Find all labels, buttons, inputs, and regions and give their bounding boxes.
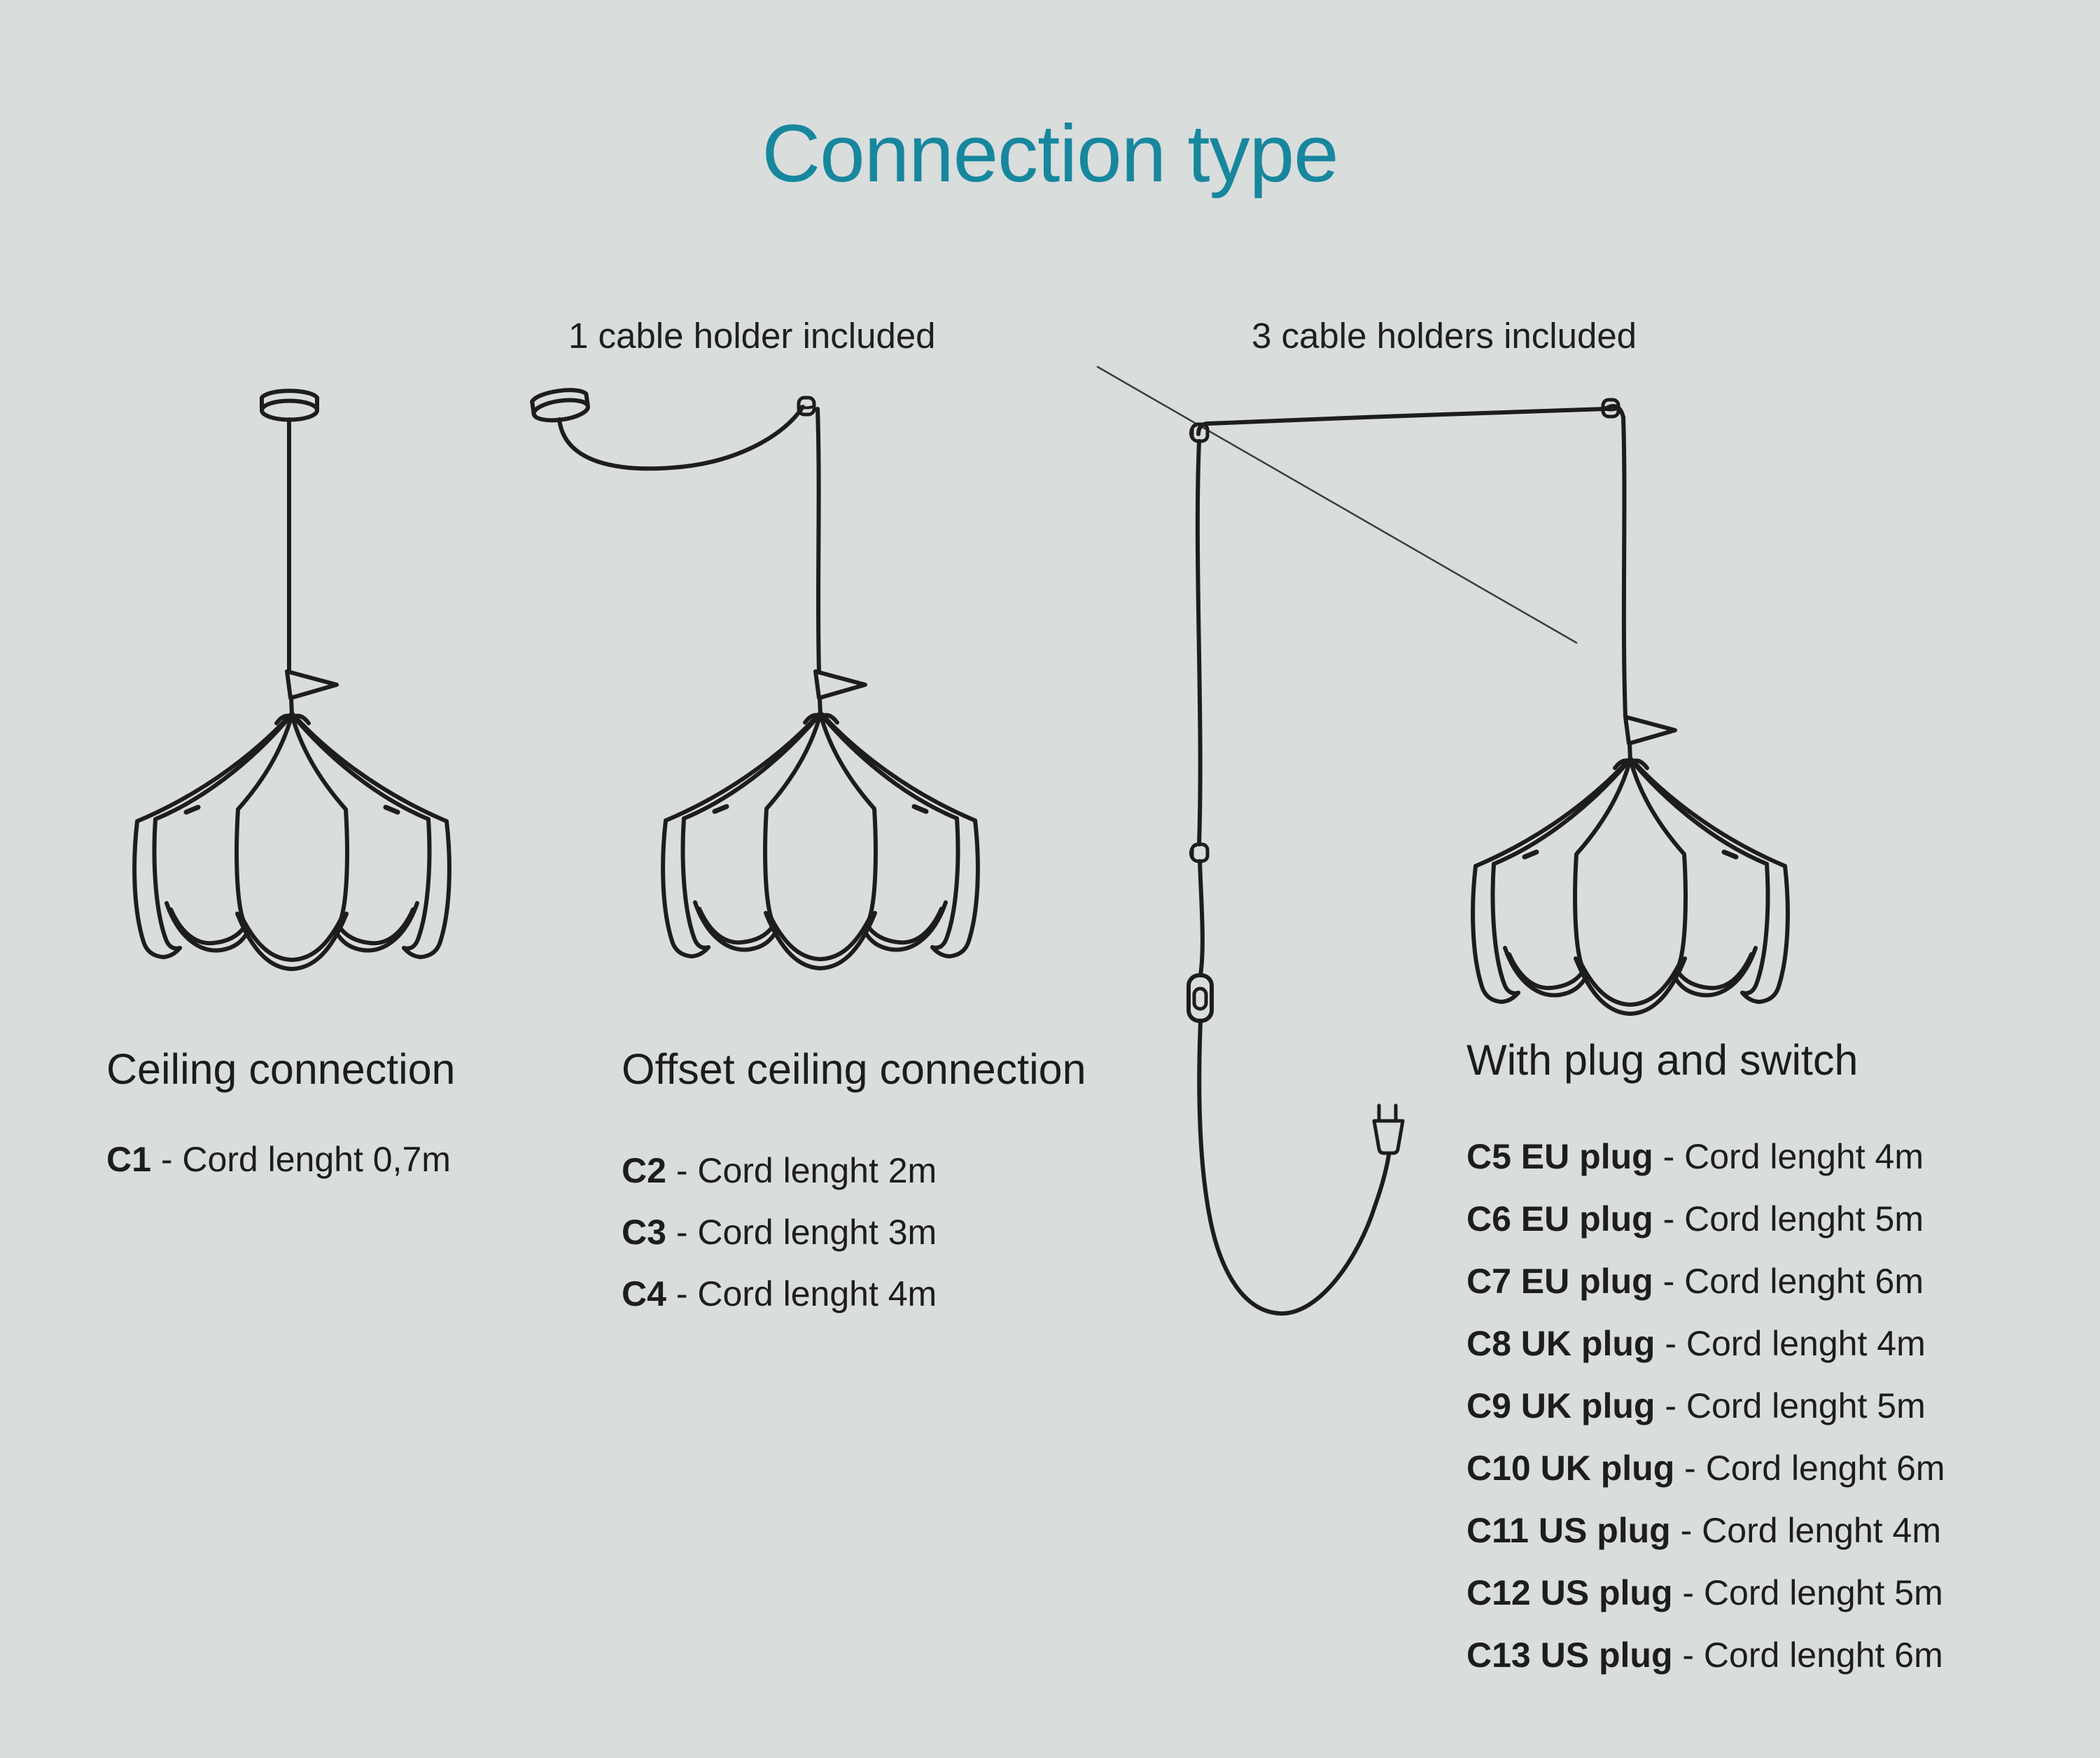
item-c12: C12 US plug - Cord lenght 5m [1466,1562,1945,1624]
item-code: C9 UK plug [1466,1386,1656,1425]
figure-offset-drawing [530,388,978,968]
item-separator: - [1655,1386,1686,1425]
item-c1: C1 - Cord lenght 0,7m [106,1129,451,1190]
item-separator: - [1653,1199,1685,1239]
cord [1198,859,1205,977]
lampshade-icon [134,715,449,969]
item-code: C2 [622,1151,666,1190]
item-label: Cord lenght 5m [1686,1386,1926,1425]
cord [1205,407,1607,426]
item-c6: C6 EU plug - Cord lenght 5m [1466,1188,1945,1250]
heading-offset-ceiling-connection: Offset ceiling connection [622,1045,1086,1093]
item-code: C12 US plug [1466,1573,1673,1612]
switch-icon [1186,973,1214,1023]
flag-icon [1623,715,1677,762]
cord [1195,421,1210,846]
item-code: C4 [622,1274,666,1313]
figure-plug-drawing [1096,365,1788,1316]
plug-item-list: C5 EU plug - Cord lenght 4m C6 EU plug -… [1466,1126,1945,1687]
item-code: C10 UK plug [1466,1449,1675,1488]
item-label: Cord lenght 5m [1703,1573,1943,1612]
item-c2: C2 - Cord lenght 2m [622,1140,937,1201]
cord [1197,1019,1391,1316]
flag-icon [285,669,339,717]
item-separator: - [666,1213,698,1252]
offset-item-list: C2 - Cord lenght 2m C3 - Cord lenght 3m … [622,1140,937,1325]
item-separator: - [150,1140,183,1179]
item-separator: - [1674,1449,1706,1488]
item-c3: C3 - Cord lenght 3m [622,1201,937,1263]
item-label: Cord lenght 4m [697,1274,937,1313]
lampshade-icon [663,714,978,968]
page-title: Connection type [762,108,1338,199]
item-c10: C10 UK plug - Cord lenght 6m [1466,1437,1945,1500]
item-label: Cord lenght 6m [1684,1262,1924,1301]
item-code: C1 [106,1140,151,1179]
offset-note: 1 cable holder included [568,316,936,356]
item-separator: - [1655,1324,1686,1363]
item-code: C5 EU plug [1466,1137,1653,1176]
ceiling-canopy-icon [530,388,590,423]
item-code: C8 UK plug [1466,1324,1656,1363]
cable-holder-icon [1601,398,1620,419]
heading-with-plug-and-switch: With plug and switch [1466,1036,1858,1084]
item-label: Cord lenght 6m [1705,1449,1945,1488]
item-separator: - [1672,1573,1704,1612]
item-separator: - [666,1274,698,1313]
item-separator: - [1672,1635,1704,1675]
item-c4: C4 - Cord lenght 4m [622,1263,937,1325]
ceiling-canopy-icon [260,389,319,422]
item-code: C13 US plug [1466,1635,1673,1675]
flag-icon [813,669,867,717]
heading-ceiling-connection: Ceiling connection [106,1045,456,1093]
item-separator: - [1653,1137,1685,1176]
plug-note: 3 cable holders included [1252,316,1637,356]
item-c11: C11 US plug - Cord lenght 4m [1466,1500,1945,1562]
item-c8: C8 UK plug - Cord lenght 4m [1466,1313,1945,1375]
ceiling-item-list: C1 - Cord lenght 0,7m [106,1129,451,1190]
item-label: Cord lenght 2m [697,1151,937,1190]
cable-holder-icon [1189,842,1210,863]
item-separator: - [1670,1511,1702,1550]
cord [816,407,821,674]
cord [1603,404,1628,719]
item-separator: - [1653,1262,1685,1301]
item-c13: C13 US plug - Cord lenght 6m [1466,1624,1945,1687]
item-code: C7 EU plug [1466,1262,1653,1301]
item-label: Cord lenght 5m [1684,1199,1924,1239]
item-c5: C5 EU plug - Cord lenght 4m [1466,1126,1945,1188]
item-label: Cord lenght 0,7m [182,1140,451,1179]
item-label: Cord lenght 4m [1686,1324,1926,1363]
item-c9: C9 UK plug - Cord lenght 5m [1466,1375,1945,1437]
item-c7: C7 EU plug - Cord lenght 6m [1466,1250,1945,1313]
item-label: Cord lenght 4m [1702,1511,1942,1550]
cable-holder-icon [797,396,816,417]
item-label: Cord lenght 6m [1703,1635,1943,1675]
plug-icon [1372,1103,1405,1155]
item-code: C11 US plug [1466,1511,1671,1550]
item-separator: - [666,1151,698,1190]
item-code: C3 [622,1213,666,1252]
cable-holder-icon [1189,422,1210,443]
item-label: Cord lenght 4m [1684,1137,1924,1176]
leader-line [1096,365,1578,644]
figure-ceiling-drawing [134,389,449,969]
cord [557,405,805,471]
lampshade-icon [1473,760,1788,1014]
item-code: C6 EU plug [1466,1199,1653,1239]
item-label: Cord lenght 3m [697,1213,937,1252]
